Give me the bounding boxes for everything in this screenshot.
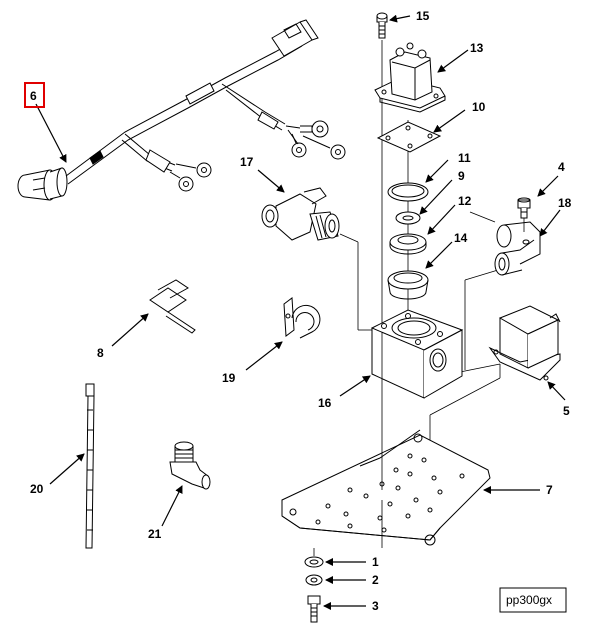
- tie-mount-8: [149, 279, 196, 334]
- callout-1: 1: [372, 555, 379, 569]
- relay-5: [488, 305, 561, 381]
- callout-19: 19: [222, 371, 236, 385]
- callout-16: 16: [318, 396, 332, 410]
- figure-id: pp300gx: [506, 593, 552, 607]
- bolt-3: [307, 595, 321, 623]
- callout-5: 5: [563, 404, 570, 418]
- callout-3: 3: [372, 599, 379, 613]
- callout-15: 15: [416, 9, 430, 23]
- callout-13: 13: [470, 41, 484, 55]
- clamp-19: [283, 297, 321, 339]
- lockwasher-2: [305, 574, 323, 586]
- leader-arrows: [35, 14, 566, 610]
- callout-6[interactable]: 6: [30, 89, 37, 103]
- callout-20: 20: [30, 482, 44, 496]
- figure-id-box: [499, 587, 567, 613]
- gasket-10: [376, 121, 442, 153]
- highlight-box: [24, 82, 45, 108]
- solenoid-13: [374, 42, 446, 113]
- screw-4: [517, 197, 531, 219]
- valve-block-16: [370, 309, 464, 399]
- ring-12: [389, 233, 427, 255]
- elbow-18: [494, 221, 541, 276]
- mounting-plate: [281, 429, 491, 546]
- callout-17: 17: [240, 155, 254, 169]
- washer-1: [304, 556, 324, 568]
- o-ring-11: [387, 182, 429, 202]
- callout-9: 9: [458, 169, 465, 183]
- washer-9: [395, 211, 421, 225]
- callout-21: 21: [148, 527, 162, 541]
- callout-12: 12: [458, 194, 472, 208]
- callout-11: 11: [458, 151, 471, 165]
- cable-tie-20: [85, 383, 95, 549]
- callout-14: 14: [454, 231, 468, 245]
- callout-4: 4: [558, 160, 565, 174]
- wiring-harness: [17, 19, 346, 201]
- elbow-fitting-21: [169, 441, 211, 490]
- callout-10: 10: [472, 100, 486, 114]
- screw-15: [376, 12, 388, 39]
- tee-fitting-17: [261, 187, 340, 241]
- callout-18: 18: [558, 196, 572, 210]
- piston-14: [387, 270, 429, 300]
- callout-7: 7: [546, 483, 553, 497]
- callout-8: 8: [97, 346, 104, 360]
- callout-2: 2: [372, 573, 379, 587]
